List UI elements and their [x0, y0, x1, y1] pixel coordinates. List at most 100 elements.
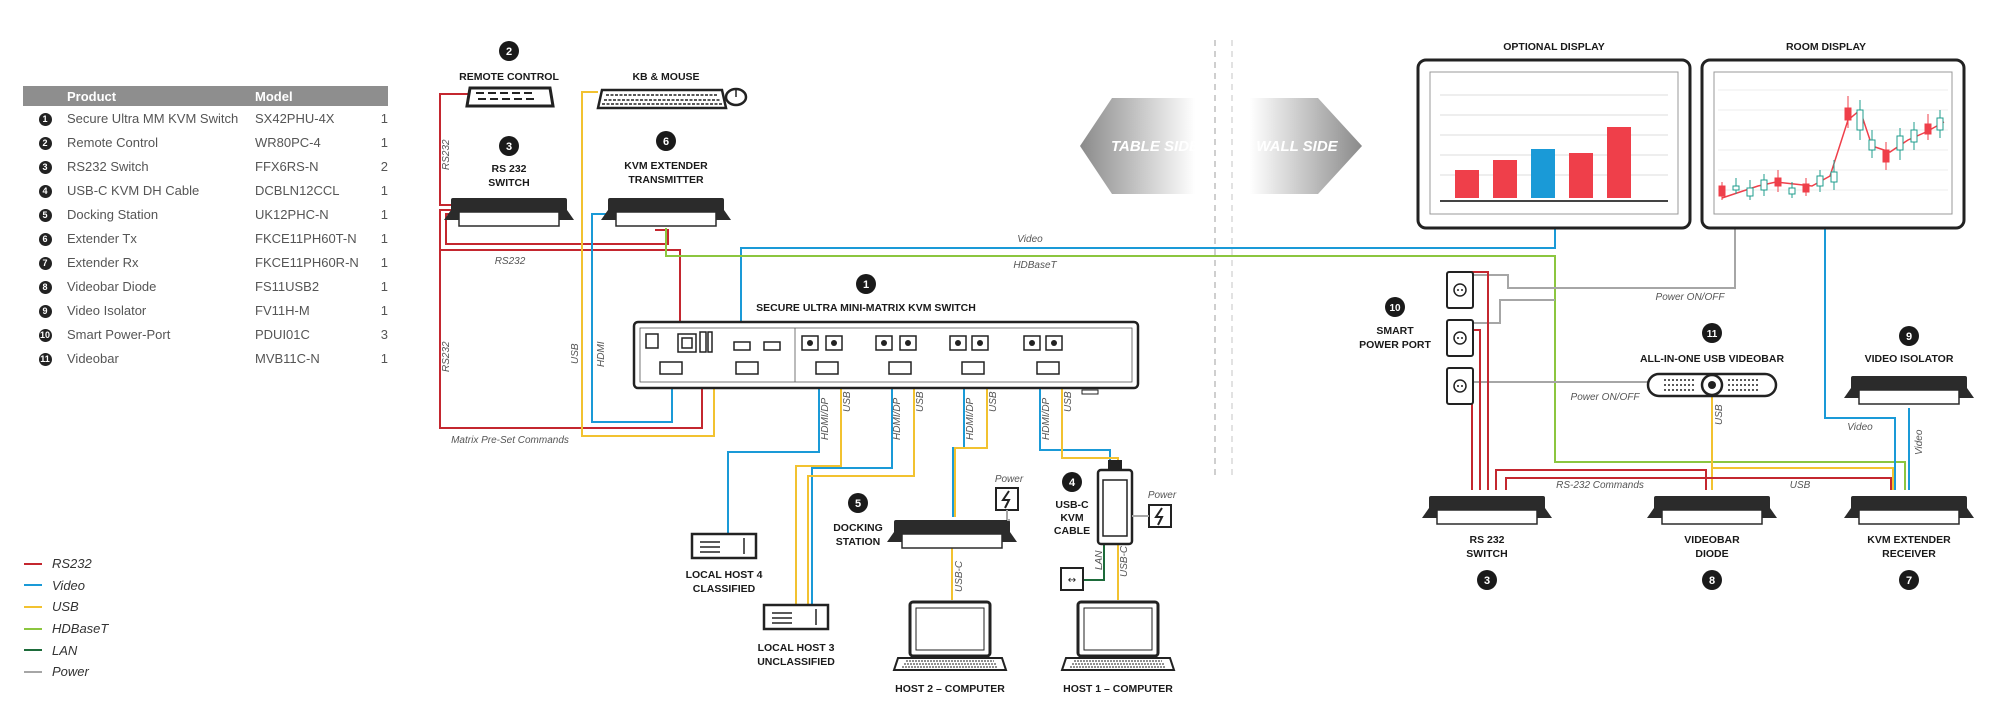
- wire-label-hdmi: HDMI: [596, 341, 607, 367]
- optional-display-label: OPTIONAL DISPLAY: [1503, 41, 1605, 53]
- candle-body: [1856, 109, 1864, 131]
- candle-body: [1788, 187, 1796, 195]
- candle-body: [1760, 179, 1768, 191]
- usbc-power-label: Power: [1148, 490, 1177, 501]
- rs232-right-label1: RS 232: [1469, 534, 1504, 546]
- kvm-extender-transmitter: 6 KVM EXTENDER TRANSMITTER: [600, 131, 732, 227]
- outlet-icon: [1446, 367, 1474, 405]
- row-number-badge: 8: [38, 281, 52, 294]
- room-display: ROOM DISPLAY: [1700, 41, 1966, 230]
- row-qty: 1: [380, 350, 388, 366]
- display-candlestick-chart: [1718, 89, 1948, 200]
- svg-text:3: 3: [506, 141, 512, 153]
- room-display-label: ROOM DISPLAY: [1786, 41, 1866, 53]
- legend-label: Power: [52, 664, 89, 680]
- row-product: Video Isolator: [67, 302, 147, 318]
- row-model: FKCE11PH60R-N: [255, 254, 359, 270]
- row-product: Extender Tx: [67, 230, 137, 246]
- docking-label2: STATION: [836, 536, 881, 548]
- row-number-badge: 3: [38, 161, 52, 174]
- remote-label: REMOTE CONTROL: [459, 71, 559, 83]
- row-model: FFX6RS-N: [255, 158, 319, 174]
- wire-label-usb: USB: [915, 391, 926, 412]
- header-product: Product: [67, 88, 117, 104]
- row-number-badge: 11: [38, 353, 52, 366]
- host4-label2: CLASSIFIED: [693, 583, 756, 595]
- candle-body: [1774, 177, 1782, 187]
- svg-text:6: 6: [663, 136, 669, 148]
- wall-side-label: WALL SIDE: [1256, 138, 1338, 155]
- kvm-rx-label2: RECEIVER: [1882, 548, 1936, 560]
- remote-control-icon: [465, 86, 555, 108]
- monitor-icon: [1700, 58, 1966, 230]
- host-1-computer: HOST 1 – COMPUTER: [1060, 600, 1176, 695]
- kvm-tx-label2: TRANSMITTER: [628, 174, 704, 186]
- remote-control: 2 REMOTE CONTROL: [459, 41, 559, 108]
- wire-label-usb: USB: [1063, 391, 1074, 412]
- mouse-icon: [724, 87, 748, 107]
- rs232-switch-left: 3 RS 232 SWITCH: [443, 136, 575, 227]
- legend-swatch: [24, 584, 42, 587]
- display-bar-chart: [1440, 94, 1668, 202]
- header-model: Model: [255, 88, 293, 104]
- row-number-badge: 4: [38, 185, 52, 198]
- wire-label-rs232: RS232: [495, 256, 526, 267]
- row-number-badge: 7: [38, 257, 52, 270]
- legend-label: Video: [52, 577, 86, 593]
- wire-label-usb: USB: [842, 391, 853, 412]
- usbc-label3: CABLE: [1054, 525, 1090, 537]
- host2-label: HOST 2 – COMPUTER: [895, 683, 1005, 695]
- wire-label-hdmidp: HDMI/DP: [1041, 397, 1052, 440]
- candle-body: [1882, 149, 1890, 163]
- wire-label-rs232: RS232: [441, 139, 452, 170]
- table-side-arrow: [1080, 98, 1195, 194]
- wire-label-video: Video: [1017, 234, 1043, 245]
- row-model: WR80PC-4: [255, 134, 321, 150]
- smart-power-label2: POWER PORT: [1359, 339, 1431, 351]
- row-model: FV11H-M: [255, 302, 310, 318]
- wall-side-arrow: [1250, 98, 1362, 194]
- row-number-badge: 9: [38, 305, 52, 318]
- svg-text:1: 1: [863, 279, 869, 291]
- svg-text:9: 9: [1906, 331, 1912, 343]
- row-qty: 1: [380, 254, 388, 270]
- videobar-label: ALL-IN-ONE USB VIDEOBAR: [1640, 353, 1785, 365]
- row-number-badge: 2: [38, 137, 52, 150]
- wire-label-hdmidp: HDMI/DP: [892, 397, 903, 440]
- laptop-icon: [892, 600, 1008, 672]
- candle-body: [1732, 185, 1740, 191]
- candle-body: [1802, 183, 1810, 193]
- smart-power-label1: SMART: [1376, 325, 1414, 337]
- keyboard-icon: [596, 88, 728, 110]
- wire-label-usb: USB: [988, 391, 999, 412]
- candle-body: [1844, 107, 1852, 121]
- legend-item: USB: [24, 596, 108, 618]
- svg-text:3: 3: [1484, 575, 1490, 587]
- table-side-label: TABLE SIDE: [1111, 138, 1200, 155]
- row-qty: 3: [380, 326, 388, 342]
- svg-text:4: 4: [1069, 477, 1076, 489]
- kb-mouse: KB & MOUSE: [596, 71, 748, 110]
- row-number-badge: 5: [38, 209, 52, 222]
- legend-item: HDBaseT: [24, 618, 108, 640]
- docking-station: 5 DOCKING STATION Power: [833, 474, 1024, 549]
- local-host-3: LOCAL HOST 3 UNCLASSIFIED: [757, 603, 835, 668]
- lan-icon: [1060, 567, 1084, 591]
- row-qty: 1: [380, 134, 388, 150]
- wire-label-hdmidp: HDMI/DP: [965, 397, 976, 440]
- legend-label: HDBaseT: [52, 621, 109, 637]
- usb-videobar: 11 ALL-IN-ONE USB VIDEOBAR: [1640, 323, 1785, 398]
- svg-text:7: 7: [1906, 575, 1912, 587]
- host1-label: HOST 1 – COMPUTER: [1063, 683, 1173, 695]
- row-model: FS11USB2: [255, 278, 320, 294]
- row-model: MVB11C-N: [255, 350, 320, 366]
- host3-label1: LOCAL HOST 3: [758, 642, 835, 654]
- optional-display: OPTIONAL DISPLAY: [1416, 41, 1692, 230]
- wire-label-usb: USB: [1714, 404, 1725, 425]
- candle-body: [1746, 187, 1754, 197]
